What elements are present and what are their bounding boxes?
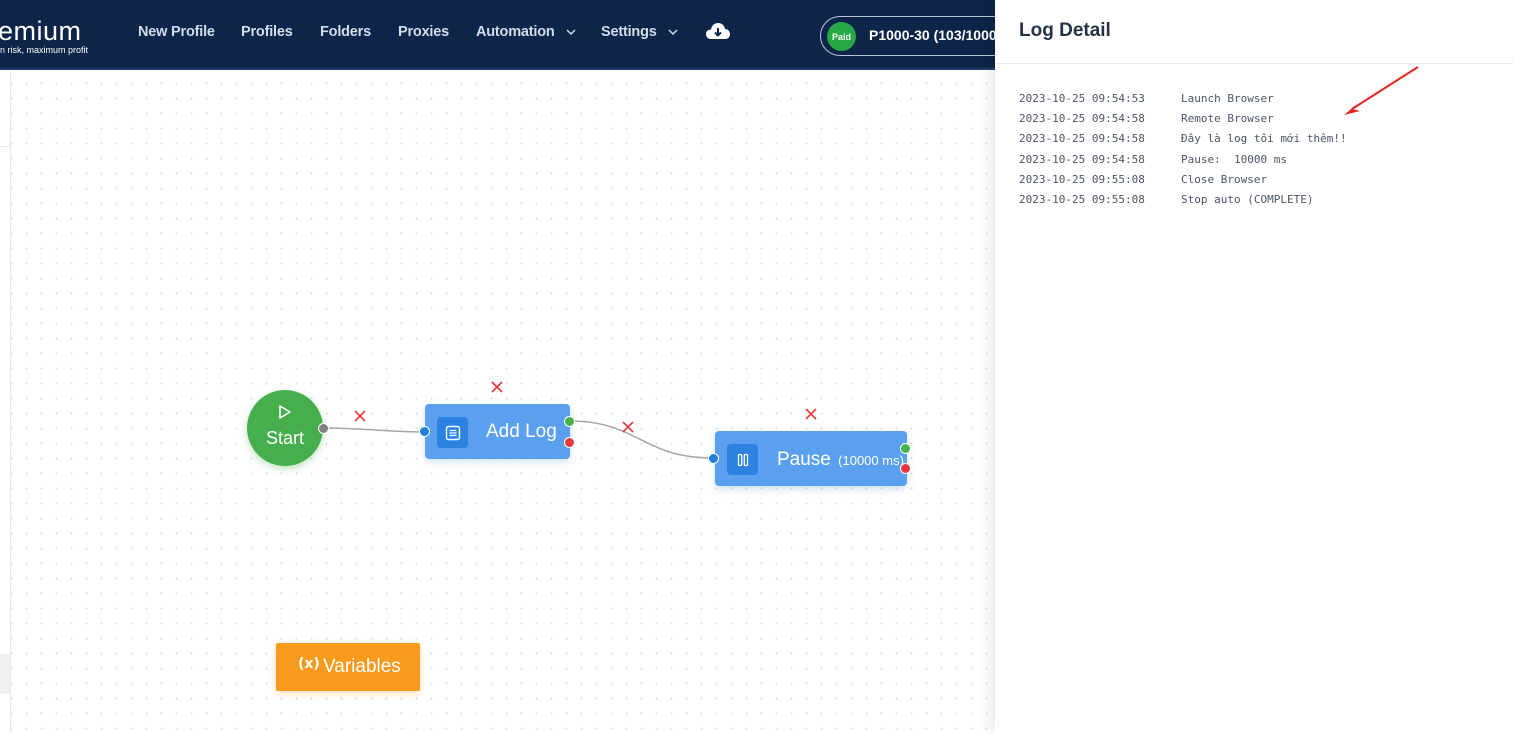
log-list: 2023-10-25 09:54:53 Launch Browser 2023-…: [1019, 88, 1347, 210]
cloud-download-icon[interactable]: [705, 21, 731, 43]
automation-canvas[interactable]: [0, 72, 1000, 733]
start-output-port[interactable]: [318, 423, 329, 434]
left-panel-item: [0, 654, 10, 694]
nav-label: Settings: [601, 24, 657, 40]
log-entry: 2023-10-25 09:54:58 Pause: 10000 ms: [1019, 149, 1347, 169]
delete-edge-icon[interactable]: [621, 420, 635, 434]
paid-badge: Paid: [827, 22, 856, 51]
log-entry: 2023-10-25 09:54:58 Đây là log tôi mới t…: [1019, 129, 1347, 149]
log-timestamp: 2023-10-25 09:55:08: [1019, 193, 1145, 207]
pause-success-port[interactable]: [900, 443, 911, 454]
log-message: Đây là log tôi mới thêm!!: [1181, 132, 1347, 146]
list-icon: [437, 417, 468, 448]
plan-pill[interactable]: Paid P1000-30 (103/1000: [820, 16, 1020, 56]
node-add-log[interactable]: Add Log: [425, 404, 570, 459]
start-label: Start: [265, 428, 304, 448]
nav-profiles[interactable]: Profiles: [241, 24, 293, 40]
node-title: Add Log: [486, 421, 557, 442]
variables-button[interactable]: (x) Variables: [276, 643, 420, 691]
left-panel-edge: [10, 72, 11, 733]
plan-text: P1000-30 (103/1000: [869, 27, 997, 43]
nav-label: Proxies: [398, 24, 449, 40]
chevron-down-icon: [566, 29, 576, 35]
log-timestamp: 2023-10-25 09:54:58: [1019, 152, 1145, 166]
left-panel-divider: [0, 146, 10, 147]
nav-new-profile[interactable]: New Profile: [138, 24, 215, 40]
node-subtitle: (10000 ms): [838, 453, 904, 468]
log-detail-panel: Log Detail 2023-10-25 09:54:53 Launch Br…: [995, 0, 1513, 733]
log-timestamp: 2023-10-25 09:55:08: [1019, 172, 1145, 186]
log-entry: 2023-10-25 09:55:08 Stop auto (COMPLETE): [1019, 189, 1347, 209]
node-title: Pause (10000 ms): [777, 449, 904, 471]
log-entry: 2023-10-25 09:54:53 Launch Browser: [1019, 88, 1347, 108]
log-timestamp: 2023-10-25 09:54:58: [1019, 111, 1145, 125]
nav-proxies[interactable]: Proxies: [398, 24, 449, 40]
brand-tagline: n risk, maximum profit: [0, 45, 89, 55]
chevron-down-icon: [668, 29, 678, 35]
log-entry: 2023-10-25 09:54:58 Remote Browser: [1019, 108, 1347, 128]
nav-label: Automation: [476, 24, 555, 40]
addlog-success-port[interactable]: [564, 416, 575, 427]
log-timestamp: 2023-10-25 09:54:53: [1019, 91, 1145, 105]
log-message: Stop auto (COMPLETE): [1181, 193, 1314, 207]
log-message: Launch Browser: [1181, 91, 1274, 105]
nav-automation[interactable]: Automation: [476, 24, 576, 40]
node-title-text: Pause: [777, 449, 831, 470]
addlog-error-port[interactable]: [564, 437, 575, 448]
log-message: Close Browser: [1181, 172, 1268, 186]
pause-icon: [727, 444, 758, 475]
nav-settings[interactable]: Settings: [601, 24, 678, 40]
log-timestamp: 2023-10-25 09:54:58: [1019, 132, 1145, 146]
delete-node-icon[interactable]: [804, 407, 818, 421]
log-panel-title: Log Detail: [1019, 20, 1111, 41]
play-icon: [279, 405, 291, 419]
log-message: Remote Browser: [1181, 111, 1274, 125]
brand-name: emium: [0, 16, 82, 46]
nav-label: New Profile: [138, 24, 215, 40]
nav-label: Folders: [320, 24, 371, 40]
log-message: Pause: 10000 ms: [1181, 152, 1287, 166]
top-navbar: emium n risk, maximum profit New Profile…: [0, 0, 1020, 70]
addlog-input-port[interactable]: [419, 426, 430, 437]
nav-folders[interactable]: Folders: [320, 24, 371, 40]
node-pause[interactable]: Pause (10000 ms): [715, 431, 907, 486]
delete-node-icon[interactable]: [490, 380, 504, 394]
start-node[interactable]: Start: [247, 390, 323, 466]
variable-icon: (x): [298, 656, 320, 672]
brand-logo[interactable]: emium n risk, maximum profit: [0, 14, 100, 58]
nav-label: Profiles: [241, 24, 293, 40]
pause-input-port[interactable]: [708, 453, 719, 464]
log-entry: 2023-10-25 09:55:08 Close Browser: [1019, 169, 1347, 189]
delete-edge-icon[interactable]: [353, 409, 367, 423]
pause-error-port[interactable]: [900, 463, 911, 474]
variables-label: Variables: [323, 656, 401, 677]
log-panel-header: Log Detail: [995, 0, 1513, 64]
